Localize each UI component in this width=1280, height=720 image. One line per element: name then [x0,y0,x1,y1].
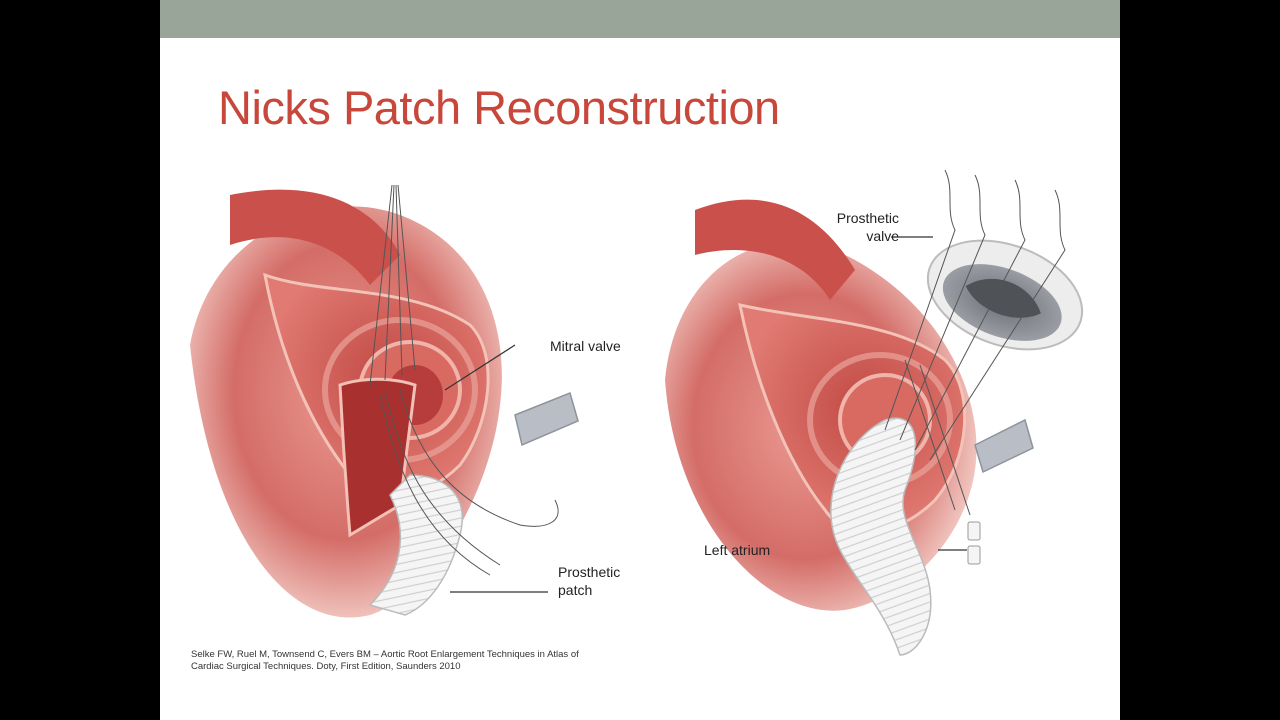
left-illustration [190,184,579,618]
citation: Selke FW, Ruel M, Townsend C, Evers BM –… [191,649,651,673]
slide: Nicks Patch Reconstruction [160,0,1120,720]
left-atrium-label: Left atrium [704,542,771,558]
prosthetic-valve-label: Prosthetic valve [833,209,899,245]
right-illustration [665,170,1084,656]
prosthetic-valve-label-line-2: valve [866,228,899,244]
slide-title: Nicks Patch Reconstruction [218,81,780,134]
mitral-valve-label: Mitral valve [550,338,621,354]
citation-line-2: Cardiac Surgical Techniques. Doty, First… [191,661,461,672]
prosthetic-valve-label-line-1: Prosthetic [836,210,899,226]
citation-line-1: Selke FW, Ruel M, Townsend C, Evers BM –… [191,649,579,660]
header-bar [160,0,1120,38]
prosthetic-patch-label-line-2: patch [558,582,593,598]
prosthetic-patch-label: Prosthetic patch [558,563,620,599]
prosthetic-patch-label-line-1: Prosthetic [558,564,621,580]
